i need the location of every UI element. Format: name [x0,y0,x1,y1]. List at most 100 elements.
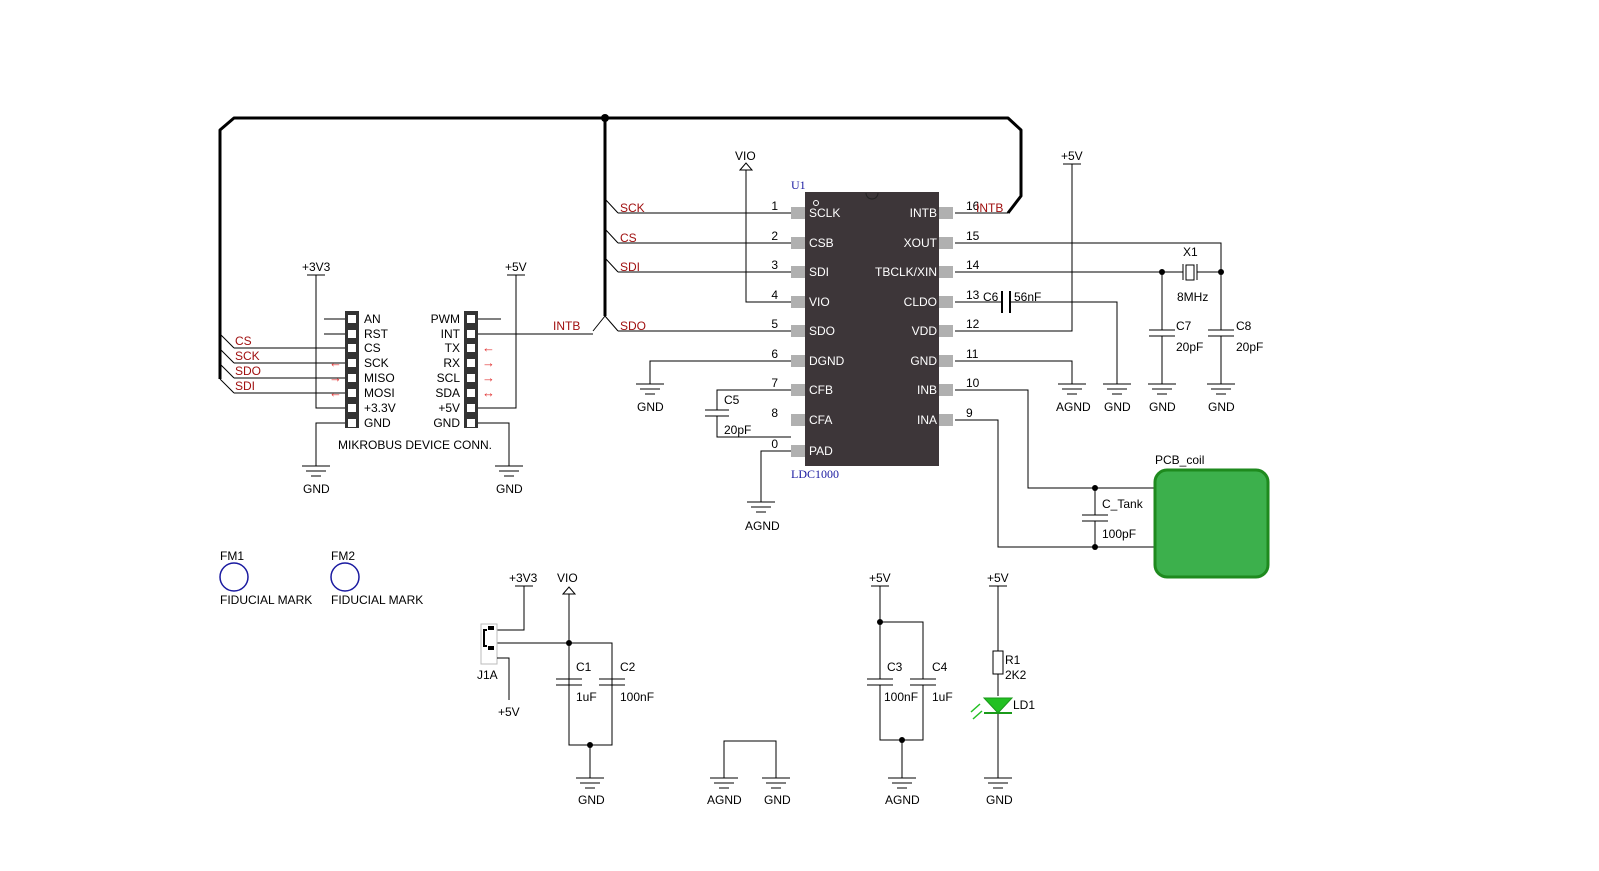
svg-text:FM1: FM1 [220,549,244,563]
ic-pin-vio [791,296,805,308]
mb-direction-arrow: → [329,370,342,385]
vio-supply-ic: VIO [735,149,791,303]
mb-direction-arrow: ↔ [482,385,495,400]
svg-text:VIO: VIO [557,571,578,585]
ic-pin-num: 10 [966,376,980,390]
mb-pad [467,330,475,338]
mb-left-net: SDO [235,364,261,378]
net-sdo: SDO [620,319,646,333]
ic-pin-num: 6 [771,347,778,361]
ic-pin-name: INB [917,383,937,397]
ic-pin-gnd [939,355,953,367]
svg-text:FIDUCIAL MARK: FIDUCIAL MARK [331,593,423,607]
mb-right-pin-label: TX [445,341,460,355]
ic-pin-num: 8 [771,406,778,420]
net-cs: CS [620,231,637,245]
mb-pad [348,404,356,412]
mb-pad [467,374,475,382]
p5v-vdd-label: +5V [1061,149,1083,163]
mb-right-pin-label: SCL [437,371,461,385]
ic-pin-intb [939,207,953,219]
mb-pad [348,374,356,382]
mb-pad [348,330,356,338]
p5v-vdd-supply: +5V [955,149,1083,332]
svg-text:GND: GND [1104,400,1131,414]
svg-text:20pF: 20pF [724,423,751,437]
ic-pin-pad [791,445,805,457]
ic-pin-dgnd [791,355,805,367]
ic-pin-tbclk-xin [939,266,953,278]
svg-text:+3V3: +3V3 [509,571,538,585]
mb-direction-arrow: → [482,355,495,370]
svg-text:C8: C8 [1236,319,1252,333]
svg-text:GND: GND [496,482,523,496]
ic-pin-sdo [791,325,805,337]
mb-right-pin-label: SDA [435,386,460,400]
ic-pin-name: SDI [809,265,829,279]
ic-pin-ina [939,414,953,426]
mb-pad [348,419,356,427]
svg-text:GND: GND [1149,400,1176,414]
svg-text:PCB_coil: PCB_coil [1155,453,1204,467]
ic-pin-num: 5 [771,317,778,331]
ic-pin-cfb [791,384,805,396]
tank-circuit: C_Tank 100pF PCB_coil [955,389,1270,579]
fiducials: FM1 FIDUCIAL MARK FM2 FIDUCIAL MARK [219,549,423,607]
mb-left-pin-label: MOSI [364,386,395,400]
mb-direction-arrow: ← [329,385,342,400]
ic-pin-name: VDD [912,324,938,338]
svg-text:GND: GND [764,793,791,807]
mb-pad [467,315,475,323]
mb-left-pin-label: CS [364,341,381,355]
ic-pin-num: 1 [771,199,778,213]
svg-text:20pF: 20pF [1176,340,1203,354]
dgnd-ground: GND [636,360,791,414]
ic-pin-name: CFB [809,383,833,397]
svg-text:C7: C7 [1176,319,1192,333]
ic-pin-name: PAD [809,444,833,458]
mb-pad [348,344,356,352]
mb-direction-arrow: ← [482,340,495,355]
agnd-gnd-tie: AGND GND [707,740,791,807]
svg-text:100nF: 100nF [620,690,654,704]
svg-text:8MHz: 8MHz [1177,290,1208,304]
mb-int-net: INTB [553,319,580,333]
ic-pin-name: CSB [809,236,834,250]
ic-pin-num: 7 [771,376,778,390]
svg-text:100pF: 100pF [1102,527,1136,541]
ic-pin-name: INA [917,413,937,427]
mb-left-net: CS [235,334,252,348]
ic-pin-num: 2 [771,229,778,243]
c5-capacitor: C5 20pF [705,389,791,438]
svg-text:2K2: 2K2 [1005,668,1027,682]
mb-left-pin-label: AN [364,312,381,326]
svg-text:C2: C2 [620,660,636,674]
ic-pin-sclk [791,207,805,219]
mb-left-pin-label: +3.3V [364,401,396,415]
mb-pad [348,359,356,367]
ic-pin-cldo [939,296,953,308]
mb-left-net: SDI [235,379,255,393]
mb-right-pin-label: INT [441,327,461,341]
ic-pin-name: VIO [809,295,830,309]
svg-text:+5V: +5V [869,571,891,585]
mb-right-pin-label: +5V [438,401,460,415]
mb-right-pin-label: RX [443,356,460,370]
net-sdi: SDI [620,260,640,274]
mb-pad [467,419,475,427]
svg-text:GND: GND [578,793,605,807]
mb-left-pin-label: GND [364,416,391,430]
svg-text:GND: GND [637,400,664,414]
ic-right-pins: 16INTB15XOUT14TBCLK/XIN13CLDO12VDD11GND1… [875,199,980,427]
ic-pin-num: 12 [966,317,980,331]
svg-text:C1: C1 [576,660,592,674]
ic-pin-num: 16 [966,199,980,213]
svg-text:X1: X1 [1183,245,1198,259]
svg-text:J1A: J1A [477,668,498,682]
mb-pad [467,404,475,412]
ic-pin-name: TBCLK/XIN [875,265,937,279]
pcb-coil [1153,468,1270,579]
